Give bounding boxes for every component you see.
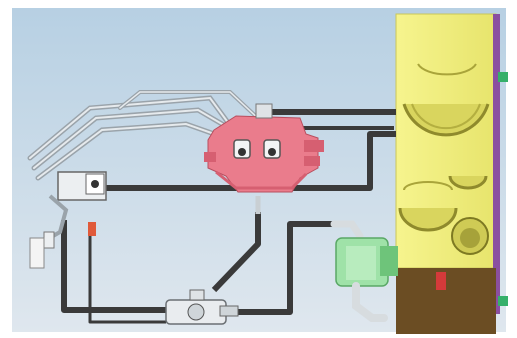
engine-block <box>396 14 508 334</box>
gauge-stub <box>30 238 44 268</box>
manifold-port-right <box>304 140 324 152</box>
valve-red-tip <box>88 222 96 236</box>
connector-bottom <box>498 296 508 306</box>
top-fitting <box>256 104 272 118</box>
medium-cover <box>450 176 486 188</box>
red-plug <box>436 272 446 290</box>
connector-top <box>498 72 508 82</box>
